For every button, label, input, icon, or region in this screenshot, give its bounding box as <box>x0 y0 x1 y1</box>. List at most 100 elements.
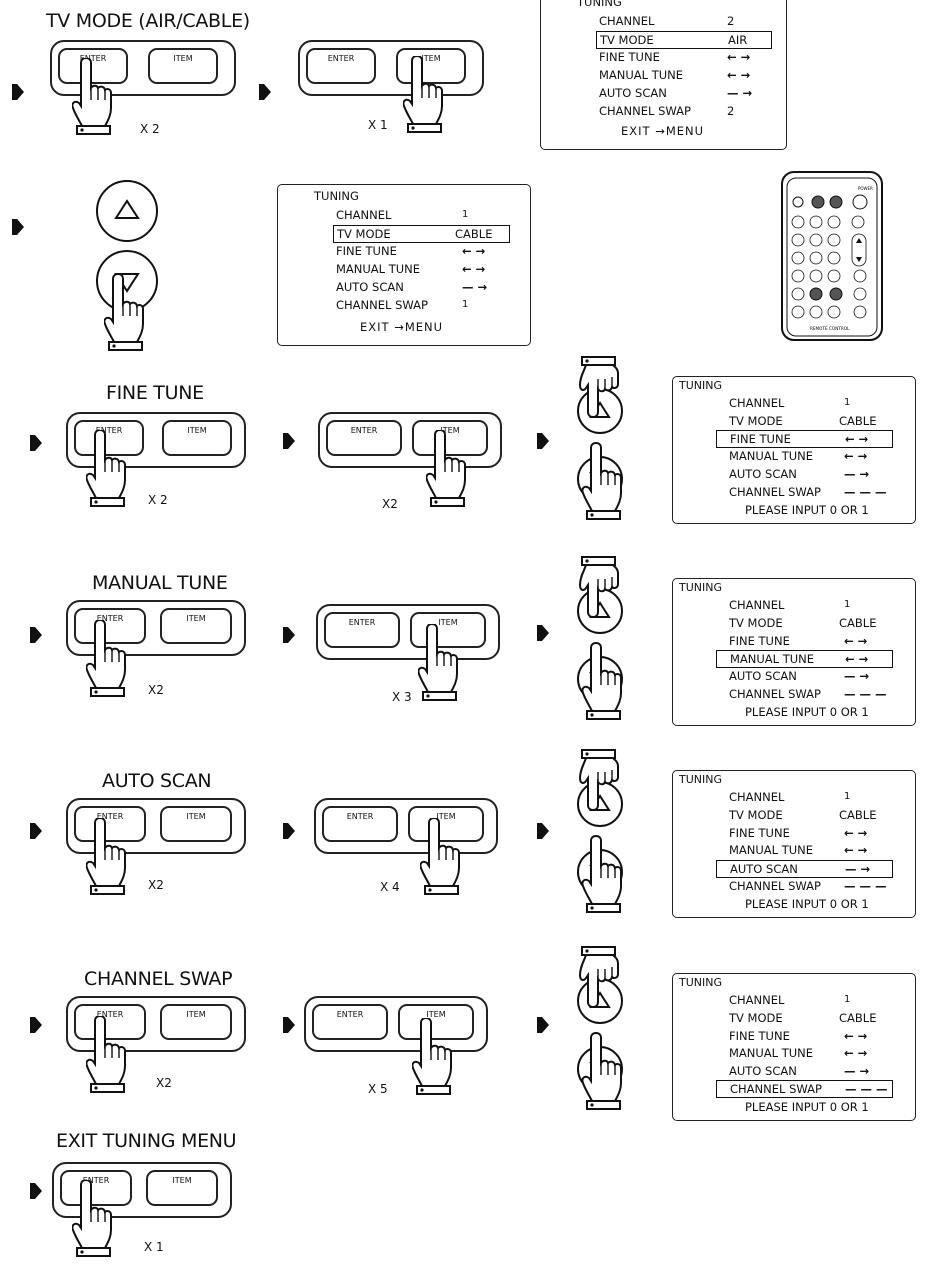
pointing-hand-icon <box>86 818 126 895</box>
step-2-marker-icon <box>259 84 271 100</box>
item-button[interactable]: ITEM <box>162 420 232 456</box>
svg-text:POWER: POWER <box>858 186 873 191</box>
up-button-icon[interactable] <box>577 978 623 1024</box>
pointing-hand-icon <box>86 1016 126 1093</box>
step-1-marker-icon <box>12 84 24 100</box>
menu-row-fine-tune: FINE TUNE← → <box>729 1029 868 1043</box>
enter-button[interactable]: ENTER <box>322 806 398 842</box>
menu-row-channel-swap: CHANNEL SWAP— — — <box>729 687 887 701</box>
enter-button[interactable]: ENTER <box>74 806 146 842</box>
item-button[interactable]: ITEM <box>146 1170 218 1206</box>
item-button[interactable]: ITEM <box>160 608 232 644</box>
item-button[interactable]: ITEM <box>398 1004 474 1040</box>
item-button[interactable]: ITEM <box>148 48 218 84</box>
step-3-marker-icon <box>537 1017 549 1033</box>
pointing-hand-icon <box>86 430 126 507</box>
menu-row-auto-scan: AUTO SCAN— → <box>599 86 753 100</box>
section-title-fine-tune: FINE TUNE <box>106 382 204 404</box>
up-button-icon[interactable] <box>577 588 623 634</box>
menu-row-fine-tune: FINE TUNE← → <box>729 634 868 648</box>
up-down-buttons <box>577 749 623 913</box>
enter-button[interactable]: ENTER <box>326 420 402 456</box>
menu-header: TUNING <box>679 773 722 786</box>
item-button[interactable]: ITEM <box>410 612 486 648</box>
menu-footer: PLEASE INPUT 0 OR 1 <box>745 503 869 517</box>
menu-row-auto-scan: AUTO SCAN— → <box>729 669 870 683</box>
item-button[interactable]: ITEM <box>408 806 484 842</box>
menu-row-manual-tune: MANUAL TUNE← → <box>729 1046 868 1060</box>
section-title-manual-tune: MANUAL TUNE <box>92 572 228 594</box>
press-count: X 3 <box>392 690 412 704</box>
pointing-hand-icon <box>412 1018 452 1095</box>
menu-footer: PLEASE INPUT 0 OR 1 <box>745 705 869 719</box>
press-count: X 2 <box>140 122 160 136</box>
menu-row-auto-scan: AUTO SCAN— → <box>729 467 870 481</box>
pointing-hand-icon <box>86 620 126 697</box>
step-1-marker-icon <box>30 627 42 643</box>
step-3-marker-icon <box>537 823 549 839</box>
menu-row-fine-tune: FINE TUNE← → <box>716 430 893 448</box>
menu-footer: PLEASE INPUT 0 OR 1 <box>745 897 869 911</box>
enter-item-panel: ENTER ITEM <box>66 996 246 1052</box>
menu-row-manual-tune: MANUAL TUNE← → <box>336 262 486 276</box>
menu-row-auto-scan: AUTO SCAN— → <box>336 280 488 294</box>
up-down-buttons <box>577 556 623 720</box>
item-button[interactable]: ITEM <box>160 1004 232 1040</box>
enter-button[interactable]: ENTER <box>60 1170 132 1206</box>
press-count: X 4 <box>380 880 400 894</box>
up-button-icon[interactable] <box>577 388 623 434</box>
menu-header: TUNING <box>679 379 722 392</box>
item-button[interactable]: ITEM <box>412 420 488 456</box>
menu-row-fine-tune: FINE TUNE← → <box>336 244 486 258</box>
enter-button[interactable]: ENTER <box>324 612 400 648</box>
enter-item-panel: ENTER ITEM <box>316 604 500 660</box>
enter-item-panel: ENTER ITEM <box>50 40 236 96</box>
up-button-icon[interactable] <box>577 781 623 827</box>
press-count: X 1 <box>144 1240 164 1254</box>
enter-button[interactable]: ENTER <box>312 1004 388 1040</box>
menu-row-channel-swap: CHANNEL SWAP— — — <box>729 879 887 893</box>
up-down-buttons <box>577 946 623 1110</box>
menu-row-manual-tune: MANUAL TUNE← → <box>729 843 868 857</box>
item-button[interactable]: ITEM <box>160 806 232 842</box>
menu-header: TUNING <box>679 581 722 594</box>
press-count: X 2 <box>148 493 168 507</box>
section-title-exit-tuning-menu: EXIT TUNING MENU <box>56 1130 237 1152</box>
section-title-tv-mode: TV MODE (AIR/CABLE) <box>46 10 250 32</box>
enter-button[interactable]: ENTER <box>74 608 146 644</box>
step-3-marker-icon <box>12 219 24 235</box>
menu-header: TUNING <box>577 0 622 9</box>
step-2-marker-icon <box>283 627 295 643</box>
enter-button[interactable]: ENTER <box>58 48 128 84</box>
enter-button[interactable]: ENTER <box>74 1004 146 1040</box>
pointing-hand-icon <box>426 430 466 507</box>
step-2-marker-icon <box>283 433 295 449</box>
enter-button[interactable]: ENTER <box>74 420 144 456</box>
section-title-channel-swap: CHANNEL SWAP <box>84 968 233 990</box>
menu-header: TUNING <box>679 976 722 989</box>
pointing-hand-icon <box>403 56 443 133</box>
menu-row-fine-tune: FINE TUNE← → <box>599 50 751 64</box>
menu-row-manual-tune: MANUAL TUNE← → <box>716 650 893 668</box>
pointing-hand-icon <box>72 1180 112 1257</box>
menu-footer: EXIT →MENU <box>360 320 444 334</box>
enter-button[interactable]: ENTER <box>306 48 376 84</box>
press-count: X 5 <box>368 1082 388 1096</box>
pointing-hand-icon <box>420 818 460 895</box>
step-1-marker-icon <box>30 1017 42 1033</box>
up-button-icon[interactable] <box>96 180 158 242</box>
item-button[interactable]: ITEM <box>396 48 466 84</box>
